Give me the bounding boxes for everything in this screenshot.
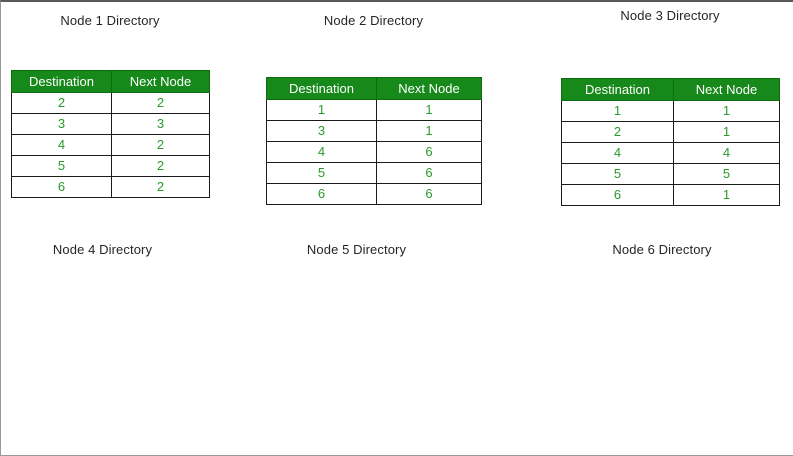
cell-next-node: 4	[673, 142, 780, 164]
cell-next-node: 5	[673, 163, 780, 185]
cell-next-node: 6	[376, 183, 482, 205]
cell-destination: 1	[266, 99, 377, 121]
cell-destination: 6	[11, 176, 112, 198]
directory-title-node-2: Node 2 Directory	[323, 13, 424, 28]
directory-title-node-4: Node 4 Directory	[52, 242, 153, 257]
cell-destination: 2	[11, 92, 112, 114]
cell-destination: 2	[561, 121, 674, 143]
cell-next-node: 6	[376, 162, 482, 184]
column-header-next-node: Next Node	[111, 70, 210, 93]
cell-next-node: 2	[111, 92, 210, 114]
cell-destination: 4	[561, 142, 674, 164]
column-header-next-node: Next Node	[376, 77, 482, 100]
directory-title-node-6: Node 6 Directory	[612, 242, 712, 257]
cell-next-node: 1	[673, 121, 780, 143]
directory-title-node-1: Node 1 Directory	[60, 13, 160, 28]
cell-destination: 1	[561, 100, 674, 122]
cell-next-node: 3	[111, 113, 210, 135]
cell-destination: 4	[266, 141, 377, 163]
cell-destination: 4	[11, 134, 112, 156]
cell-destination: 6	[561, 184, 674, 206]
column-header-destination: Destination	[11, 70, 112, 93]
cell-destination: 5	[11, 155, 112, 177]
column-header-next-node: Next Node	[673, 78, 780, 101]
directory-title-node-3: Node 3 Directory	[620, 8, 720, 23]
cell-next-node: 1	[376, 120, 482, 142]
cell-destination: 6	[266, 183, 377, 205]
cell-next-node: 1	[376, 99, 482, 121]
column-header-destination: Destination	[266, 77, 377, 100]
cell-destination: 3	[11, 113, 112, 135]
column-header-destination: Destination	[561, 78, 674, 101]
cell-next-node: 6	[376, 141, 482, 163]
cell-next-node: 2	[111, 176, 210, 198]
cell-next-node: 2	[111, 134, 210, 156]
cell-destination: 5	[266, 162, 377, 184]
cell-next-node: 2	[111, 155, 210, 177]
cell-destination: 5	[561, 163, 674, 185]
cell-next-node: 1	[673, 184, 780, 206]
cell-next-node: 1	[673, 100, 780, 122]
directory-title-node-5: Node 5 Directory	[306, 242, 407, 257]
cell-destination: 3	[266, 120, 377, 142]
